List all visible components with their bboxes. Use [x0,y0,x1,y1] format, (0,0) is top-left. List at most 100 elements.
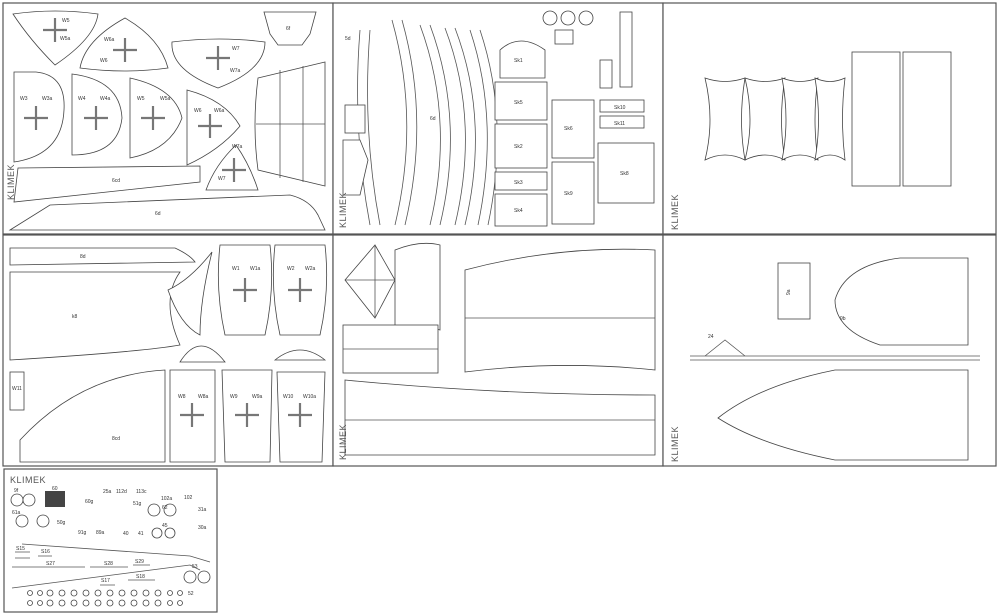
part-label: W2 [287,266,295,272]
part-k8 [9,271,181,361]
sheet-panel-7: KLIMEK 9f 60 61a 60g 50g 25a 112d 113c 1… [3,468,218,613]
part-label: Sk11 [614,121,625,127]
part-label: 9a [786,289,792,295]
part-frame-fan-upper [464,248,656,373]
part-label: k8 [72,314,78,320]
part-label: Sk10 [614,105,626,111]
part-label: Sk9 [564,191,573,197]
part-label: W5a [60,36,71,42]
part-8cd [19,369,166,463]
part-row-52 [27,589,183,597]
part-sk3 [494,171,548,191]
part-sk5 [494,81,548,121]
part-label: W7 [218,176,226,182]
part-sk1 [499,40,546,79]
part-label: 50g [57,520,66,526]
brand-label: KLIMEK [6,164,16,200]
sheet-panel-6: 9a 9b 24 KLIMEK [662,234,997,467]
part-6d [8,194,326,231]
part-sk9 [551,161,595,225]
brand-label: KLIMEK [10,475,46,485]
brand-label: KLIMEK [338,192,348,228]
part-label: W3a [42,96,53,102]
part-label: 102a [161,496,172,502]
part-w7b [205,144,259,191]
part-row-53 [27,599,183,607]
part-label: 62 [162,505,168,511]
part-label: 89a [96,530,105,536]
part-label: 6d [155,211,161,217]
part-label: S17 [101,578,110,584]
part-label: Sk6 [564,126,573,132]
part-label: 24 [708,334,714,340]
part-label: 9f [14,488,19,494]
part-label: 31a [198,507,207,513]
part-sk4 [494,193,548,227]
part-label: W7 [232,46,240,52]
part-label: 6d [430,116,436,122]
part-label: S28 [104,561,113,567]
sheet-panel-4: 8d W1 W1a W2 W2a k8 W8 W8a W9 W9a W10 W1… [2,234,334,467]
part-label: W2a [305,266,316,272]
brand-label: KLIMEK [670,426,680,462]
part-label: W9a [252,394,263,400]
part-label: W6a [214,108,225,114]
brand-label: KLIMEK [338,424,348,460]
part-label: 52 [188,591,194,597]
part-label: S16 [41,549,50,555]
part-label: 6cd [112,178,120,184]
part-label: 113c [136,489,147,495]
part-label: Sk5 [514,100,523,106]
part-sk8 [597,142,655,204]
part-label: 41 [138,531,144,537]
part-label: 60g [85,499,94,505]
part-label: 40 [123,531,129,537]
part-label: S27 [46,561,55,567]
part-label: Sk1 [514,58,523,64]
part-label: S15 [16,546,25,552]
part-label: 61a [12,510,21,516]
part-sk2 [494,123,548,169]
part-label: W7a [232,144,243,150]
part-label: S29 [135,559,144,565]
part-label: Sk2 [514,144,523,150]
part-frame-fan-lower [344,379,656,456]
sheet-panel-2: Sk1 Sk5 Sk2 Sk3 Sk4 Sk6 Sk8 Sk9 Sk10 Sk1… [332,2,664,235]
part-label: W5 [137,96,145,102]
part-6f [263,11,317,46]
part-label: W8a [198,394,209,400]
part-label: 5d [345,36,351,42]
part-label: 91g [78,530,87,536]
part-label: W5 [62,18,70,24]
part-label: 112d [116,489,127,495]
part-label: 51g [133,501,142,507]
part-label: W6a [104,37,115,43]
sheet-panel-5: KLIMEK [332,234,664,467]
part-label: W10a [303,394,316,400]
part-label: 102 [184,495,193,501]
part-label: 30a [198,525,207,531]
part-w6b [186,89,241,166]
part-label: 9b [840,316,846,322]
sheet-panel-1: W5 W5a W6a W6 W7 W7a 6f W3 W3a W4 W4a W5… [2,2,334,235]
part-6cd [13,165,201,203]
sheet-panel-3: KLIMEK [662,2,997,235]
brand-label: KLIMEK [670,194,680,230]
part-label: W8 [178,394,186,400]
part-label: 8d [80,254,86,260]
part-label: W9 [230,394,238,400]
part-label: W1a [250,266,261,272]
part-label: 25a [103,489,112,495]
part-label: W6 [100,58,108,64]
part-60-grating [45,491,65,507]
part-label: Sk8 [620,171,629,177]
part-label: W10 [283,394,294,400]
part-label: S18 [136,574,145,580]
part-label: 60 [52,486,58,492]
part-label: 8cd [112,436,120,442]
part-9a [777,262,811,320]
part-label: W4 [78,96,86,102]
part-label: W4a [100,96,111,102]
part-label: W11 [12,386,22,392]
